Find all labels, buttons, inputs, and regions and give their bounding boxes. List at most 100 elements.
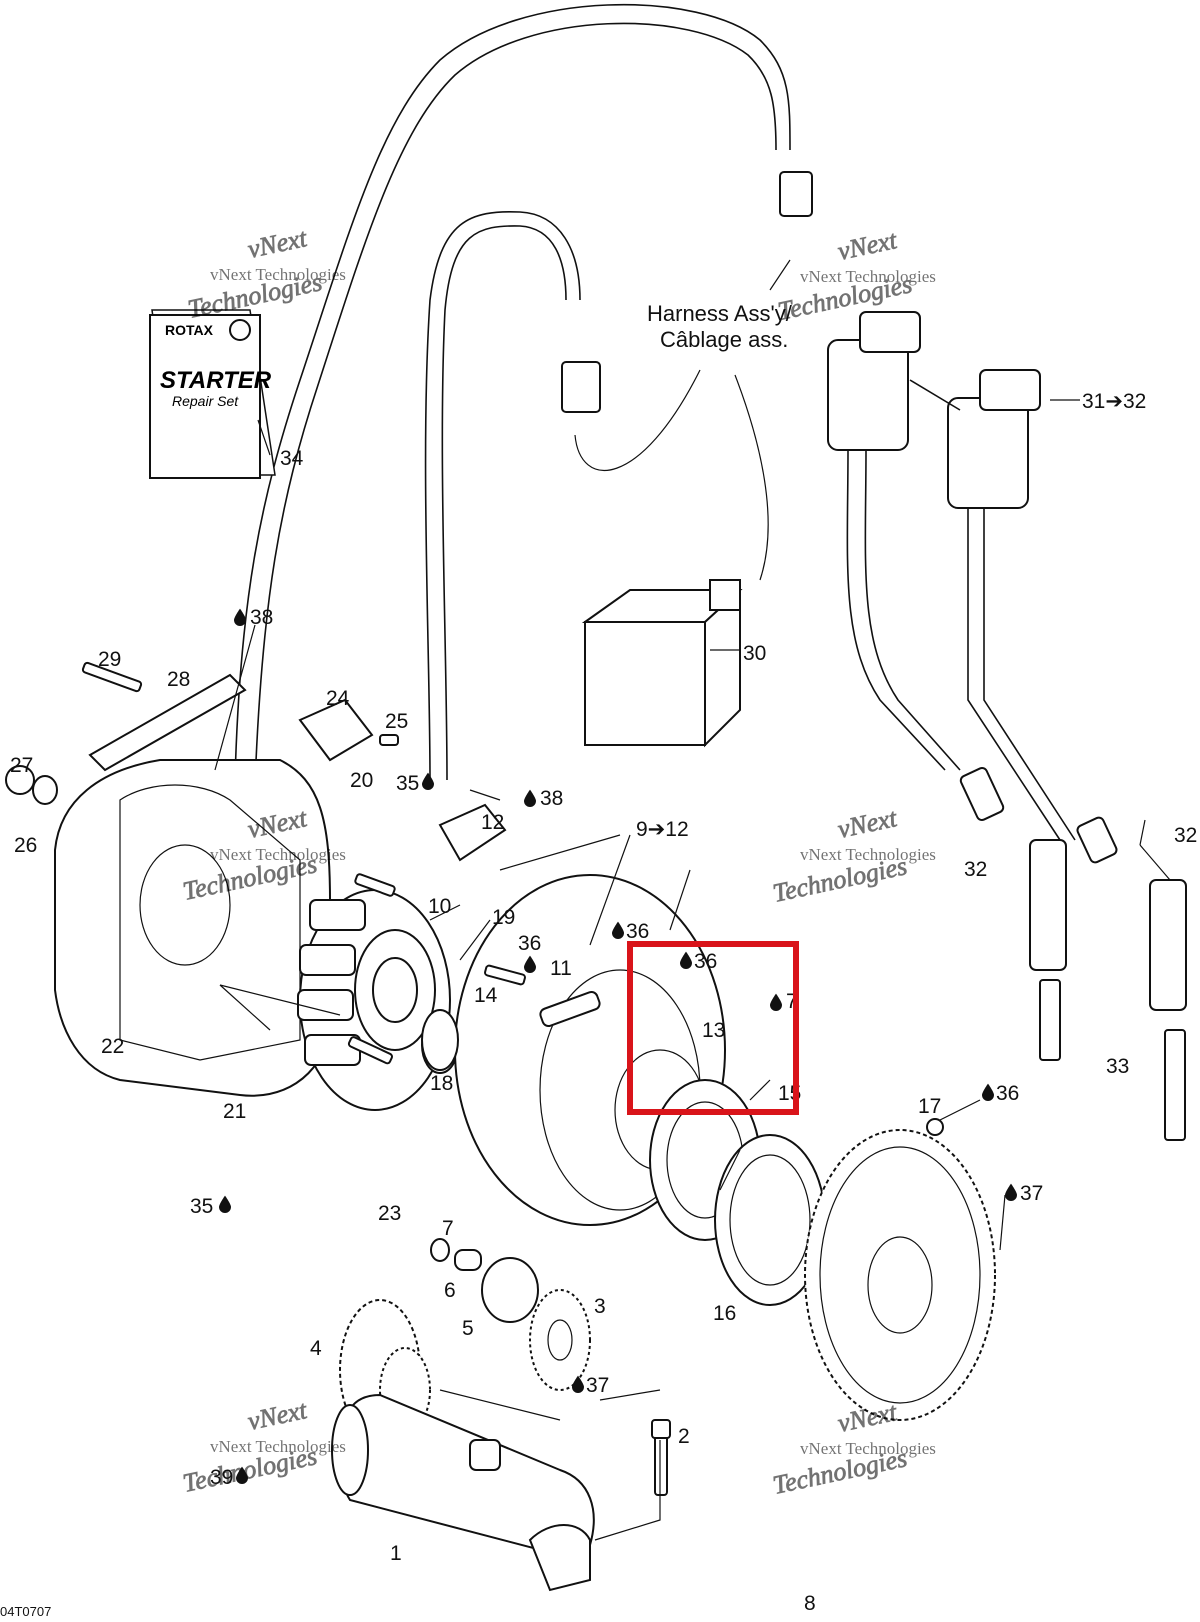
callout-28: 28 xyxy=(167,668,190,691)
callout-2: 2 xyxy=(678,1425,690,1448)
callout-37-a: 37 xyxy=(1005,1182,1043,1205)
callout-17: 17 xyxy=(918,1095,941,1118)
rotax-logo-icon xyxy=(229,319,251,341)
callout-21: 21 xyxy=(223,1100,246,1123)
watermark-word-vnext: vNext xyxy=(835,803,900,844)
callout-37-b: 37 xyxy=(572,1374,609,1397)
watermark-company: vNext Technologies xyxy=(800,845,936,864)
lubricant-drop-icon xyxy=(219,1195,231,1213)
watermark-top-right: vNext vNext Technologies Technologies xyxy=(775,225,936,327)
manual-brand: ROTAX xyxy=(165,322,214,338)
callout-13: 13 xyxy=(702,1019,725,1042)
svg-text:36: 36 xyxy=(518,932,541,955)
watermark-word-vnext: vNext xyxy=(835,225,900,266)
svg-text:36: 36 xyxy=(996,1082,1019,1105)
highlight-box xyxy=(627,941,799,1115)
callout-38-b: 38 xyxy=(524,787,563,810)
starter-repair-manual: ROTAX STARTER Repair Set xyxy=(149,309,276,479)
callout-31-to-32: 31➔32 xyxy=(1082,390,1146,413)
watermark-word-vnext: vNext xyxy=(245,1395,310,1436)
callout-37-c: 7 xyxy=(770,990,798,1013)
lubricant-drop-icon xyxy=(524,789,536,807)
manual-subtitle: Repair Set xyxy=(172,393,239,409)
callout-8: 8 xyxy=(804,1592,816,1615)
watermark-company: vNext Technologies xyxy=(210,845,346,864)
lubricant-drop-icon xyxy=(770,993,782,1011)
harness-wires xyxy=(234,3,813,786)
callout-27: 27 xyxy=(10,754,33,777)
callout-38-a: 38 xyxy=(234,606,273,629)
watermark-mid-right: vNext vNext Technologies Technologies xyxy=(770,803,936,909)
callout-22: 22 xyxy=(101,1035,124,1058)
watermark-company: vNext Technologies xyxy=(800,1439,936,1458)
ring-gear xyxy=(804,1129,996,1421)
manual-title: STARTER xyxy=(160,367,272,394)
svg-text:36: 36 xyxy=(694,950,717,973)
watermark-word-vnext: vNext xyxy=(245,223,310,264)
svg-text:38: 38 xyxy=(540,787,563,810)
watermark-top-left: vNext vNext Technologies Technologies xyxy=(185,223,346,325)
cdi-module xyxy=(581,579,743,748)
svg-text:7: 7 xyxy=(786,990,798,1013)
watermark-bottom-left: vNext vNext Technologies Technologies xyxy=(180,1395,346,1499)
callout-25: 25 xyxy=(385,710,408,733)
callout-39: 39 xyxy=(210,1466,248,1489)
callout-36-c: 36 xyxy=(680,950,717,973)
callout-9-to-12: 9➔12 xyxy=(636,818,689,841)
callout-26: 26 xyxy=(14,834,37,857)
callout-35-b: 35 xyxy=(190,1195,231,1218)
lubricant-drop-icon xyxy=(234,608,246,626)
bolts xyxy=(81,661,944,1496)
callout-34: 34 xyxy=(280,447,304,470)
svg-text:38: 38 xyxy=(250,606,273,629)
svg-text:36: 36 xyxy=(626,920,649,943)
callout-6: 6 xyxy=(444,1279,456,1302)
watermark-company: vNext Technologies xyxy=(210,265,346,284)
magneto-housing xyxy=(5,673,331,1097)
callout-29: 29 xyxy=(98,648,121,671)
watermark-company: vNext Technologies xyxy=(210,1437,346,1456)
callout-14: 14 xyxy=(474,984,498,1007)
callout-23: 23 xyxy=(378,1202,401,1225)
watermark-company: vNext Technologies xyxy=(800,267,936,286)
lubricant-drop-icon xyxy=(982,1083,994,1101)
callout-24: 24 xyxy=(326,687,350,710)
callout-3: 3 xyxy=(594,1295,606,1318)
harness-label-en: Harness Ass'y/ xyxy=(647,301,793,326)
callout-18: 18 xyxy=(430,1072,453,1095)
lubricant-drop-icon xyxy=(1005,1183,1017,1201)
svg-text:37: 37 xyxy=(586,1374,609,1397)
starter-motor xyxy=(331,1393,595,1592)
svg-text:35: 35 xyxy=(190,1195,213,1218)
callout-36-d: 36 xyxy=(982,1082,1019,1105)
callout-33: 33 xyxy=(1106,1055,1129,1078)
svg-text:39: 39 xyxy=(210,1466,233,1489)
callout-11: 11 xyxy=(550,957,572,980)
callout-36-b: 36 xyxy=(518,932,541,973)
callout-32-a: 32 xyxy=(964,858,987,881)
leader-lines xyxy=(214,399,1171,1541)
callout-20: 20 xyxy=(350,769,373,792)
callout-32-b: 32 xyxy=(1174,824,1197,847)
harness-label-fr: Câblage ass. xyxy=(660,327,788,352)
watermark-word-vnext: vNext xyxy=(835,1397,900,1438)
callout-10: 10 xyxy=(428,895,451,918)
callout-4: 4 xyxy=(310,1337,322,1360)
starter-clutch xyxy=(649,1079,826,1306)
callout-5: 5 xyxy=(462,1317,474,1340)
callout-12: 12 xyxy=(481,811,504,834)
svg-text:35: 35 xyxy=(396,772,419,795)
callout-7: 7 xyxy=(442,1217,454,1240)
callout-1: 1 xyxy=(390,1542,402,1565)
callout-19: 19 xyxy=(492,906,515,929)
callout-35-a: 35 xyxy=(396,772,434,795)
callout-30: 30 xyxy=(743,642,766,665)
lubricant-drop-icon xyxy=(422,772,434,790)
callout-16: 16 xyxy=(713,1302,736,1325)
svg-text:37: 37 xyxy=(1020,1182,1043,1205)
callout-36-a: 36 xyxy=(612,920,649,943)
spark-plugs xyxy=(959,766,1187,1141)
ignition-coils xyxy=(827,311,1076,841)
drawing-code: 04T0707 xyxy=(0,1604,51,1619)
